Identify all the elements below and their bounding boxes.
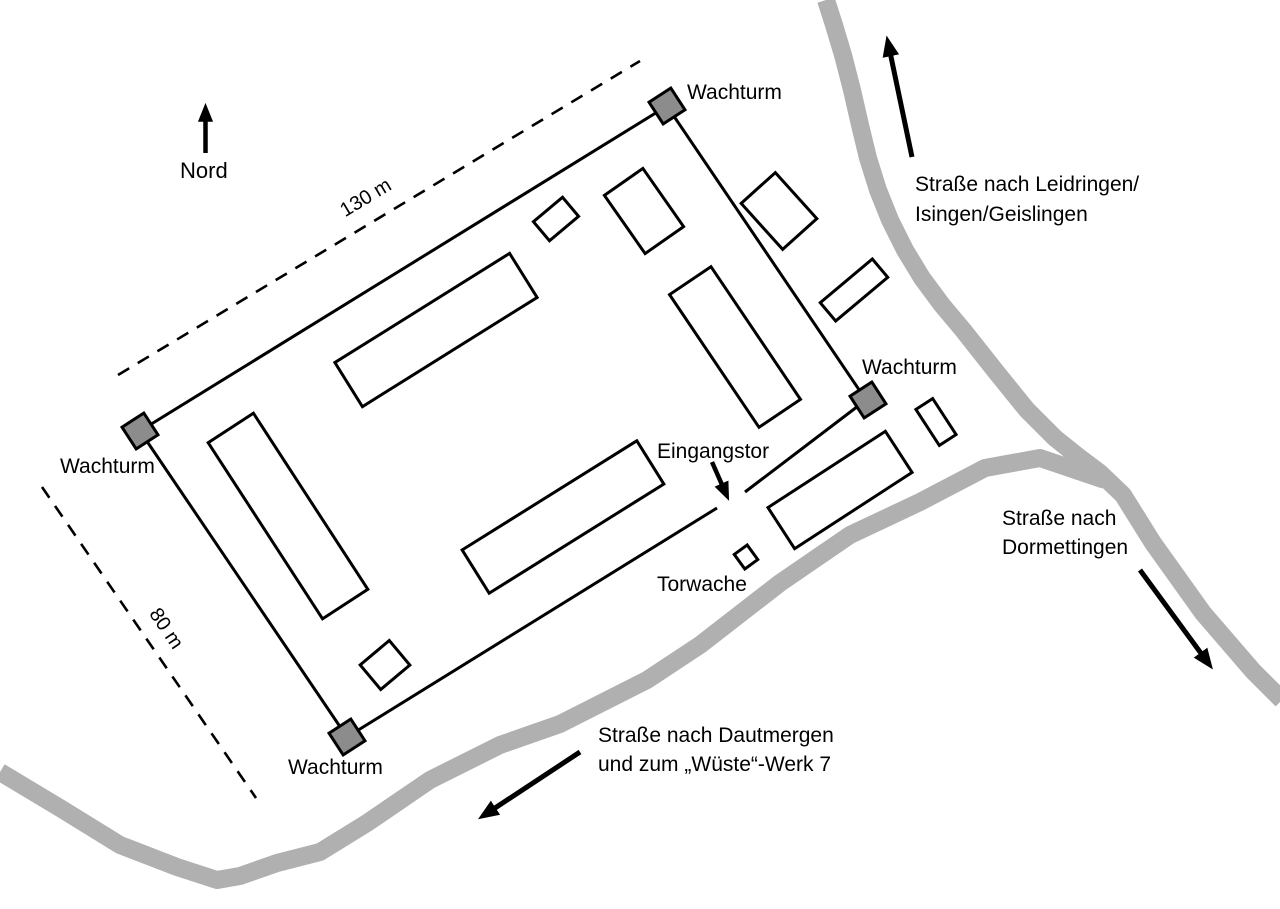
building-outside-east-thin bbox=[818, 256, 890, 324]
arrows bbox=[197, 35, 1213, 820]
building-north-block bbox=[602, 166, 686, 256]
camp-fence bbox=[138, 104, 868, 739]
road-south-to-dautmergen bbox=[0, 449, 1108, 889]
watchtower-south-label: Wachturm bbox=[288, 756, 383, 779]
road-north-to-dormettingen bbox=[817, 0, 1280, 707]
fence-southeast-lower bbox=[346, 506, 718, 739]
fence-southwest bbox=[138, 430, 349, 738]
watchtower-north-label: Wachturm bbox=[687, 81, 782, 104]
building-barrack-west bbox=[206, 411, 370, 621]
watchtower-south bbox=[326, 716, 368, 758]
watchtower-west-label: Wachturm bbox=[60, 455, 155, 478]
labels: Nord Wachturm Wachturm Wachturm Wachturm… bbox=[60, 81, 1139, 779]
gate-label: Eingangstor bbox=[657, 440, 769, 463]
watchtower-west bbox=[119, 410, 161, 452]
road-dormettingen-label-line1: Straße nach bbox=[1002, 507, 1116, 530]
watchtowers bbox=[119, 85, 889, 758]
road-dormettingen-label-line2: Dormettingen bbox=[1002, 536, 1128, 559]
road-leidringen-label-line1: Straße nach Leidringen/ bbox=[915, 173, 1139, 196]
building-barrack-east bbox=[667, 264, 803, 430]
building-small-north bbox=[531, 195, 581, 243]
fence-northwest bbox=[139, 104, 668, 433]
road-arrow-dormettingen-icon bbox=[1137, 568, 1213, 670]
scale-line-130m bbox=[117, 59, 641, 377]
road-arrow-leidringen-icon bbox=[882, 35, 915, 158]
fence-northeast bbox=[665, 105, 868, 401]
road-leidringen-label-line2: Isingen/Geislingen bbox=[915, 203, 1088, 226]
building-barrack-center bbox=[460, 438, 666, 596]
north-label: Nord bbox=[180, 158, 228, 183]
watchtower-east-label: Wachturm bbox=[862, 356, 957, 379]
scale-line-80m bbox=[40, 486, 258, 799]
building-outside-northeast bbox=[739, 170, 819, 252]
road-dautmergen-label-line2: und zum „Wüste“-Werk 7 bbox=[598, 753, 831, 776]
gatehouse-building bbox=[732, 542, 760, 572]
watchtower-north bbox=[646, 85, 688, 127]
building-small-south bbox=[358, 638, 412, 692]
building-outside-east-small bbox=[913, 396, 959, 448]
buildings bbox=[206, 166, 959, 692]
road-dautmergen-label-line1: Straße nach Dautmergen bbox=[598, 724, 834, 747]
gate-arrow-icon bbox=[709, 461, 730, 501]
fence-southeast-upper bbox=[744, 398, 867, 494]
building-outside-gate bbox=[765, 429, 915, 551]
gatehouse-label: Torwache bbox=[657, 573, 747, 596]
building-barrack-north bbox=[332, 251, 540, 409]
watchtower-east bbox=[847, 379, 889, 421]
road-arrow-dautmergen-icon bbox=[477, 749, 582, 820]
roads bbox=[0, 0, 1280, 889]
